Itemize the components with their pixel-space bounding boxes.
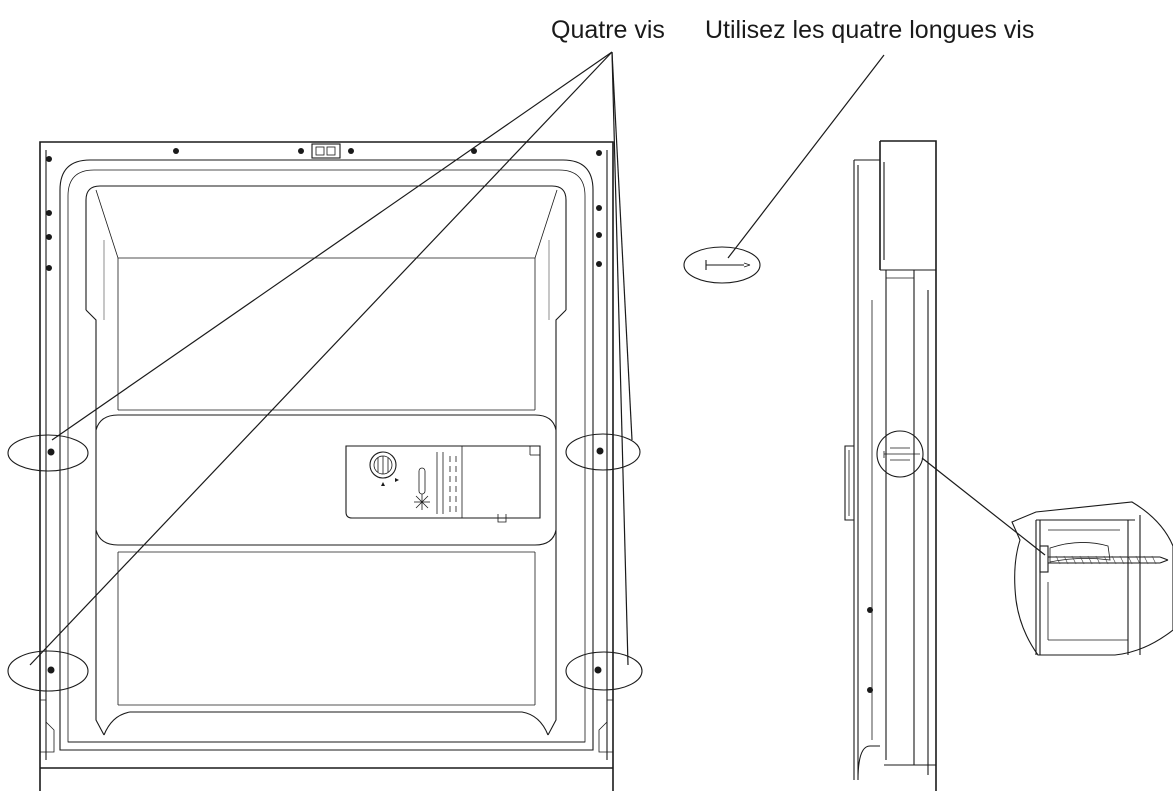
long-screw-ellipse xyxy=(683,246,761,284)
screw-thread xyxy=(1055,555,1157,565)
panel-band-top xyxy=(95,414,557,431)
long-screw-callout xyxy=(683,54,885,284)
inner-gasket-inner-outline xyxy=(67,169,586,743)
hinge-left xyxy=(40,699,55,753)
tub-top-outline xyxy=(85,185,567,310)
door-side-view xyxy=(844,140,1046,791)
mount-screw-lower-right xyxy=(594,666,602,674)
tub-top-recess xyxy=(95,189,558,259)
hinge-right xyxy=(598,699,613,753)
detail-screw-head xyxy=(1039,545,1049,573)
door-front-view xyxy=(7,141,643,791)
dispenser-vents xyxy=(436,452,457,514)
side-screw-circle xyxy=(876,430,924,478)
door-latch xyxy=(298,143,354,159)
ellipse-lower-right xyxy=(565,651,643,691)
right-inner-wall xyxy=(547,309,567,736)
magnify-leader xyxy=(921,457,1046,556)
frame-screws xyxy=(46,148,604,674)
four-screws-label: Quatre vis xyxy=(551,16,665,44)
ellipse-upper-right xyxy=(565,433,641,471)
mount-screw-upper-left xyxy=(47,448,55,456)
long-screw-leader xyxy=(727,54,885,259)
sun-symbol xyxy=(414,494,430,510)
screw-highlight-ellipses xyxy=(7,433,643,692)
four-screws-leader-lines xyxy=(29,51,633,666)
long-screws-label: Utilisez les quatre longues vis xyxy=(705,16,1035,44)
mount-screw-upper-right xyxy=(596,447,604,455)
left-inner-wall xyxy=(85,309,105,736)
inner-gasket-outline xyxy=(59,159,594,751)
door-outer-frame xyxy=(39,141,614,791)
mount-screw-lower-left xyxy=(47,666,55,674)
side-liner xyxy=(857,165,880,781)
ellipse-lower-left xyxy=(7,650,89,692)
ellipse-upper-left xyxy=(7,434,89,472)
magnified-screw-detail xyxy=(1011,501,1173,656)
detail-outline xyxy=(1011,501,1173,656)
dispenser-knob xyxy=(369,451,397,479)
tub-bottom-curve xyxy=(103,711,549,736)
detergent-dispenser xyxy=(345,445,541,523)
panel-band-bottom xyxy=(95,529,557,546)
side-panel-outline xyxy=(880,140,937,791)
rinse-aid-indicator xyxy=(418,467,426,495)
side-handle xyxy=(844,445,854,521)
